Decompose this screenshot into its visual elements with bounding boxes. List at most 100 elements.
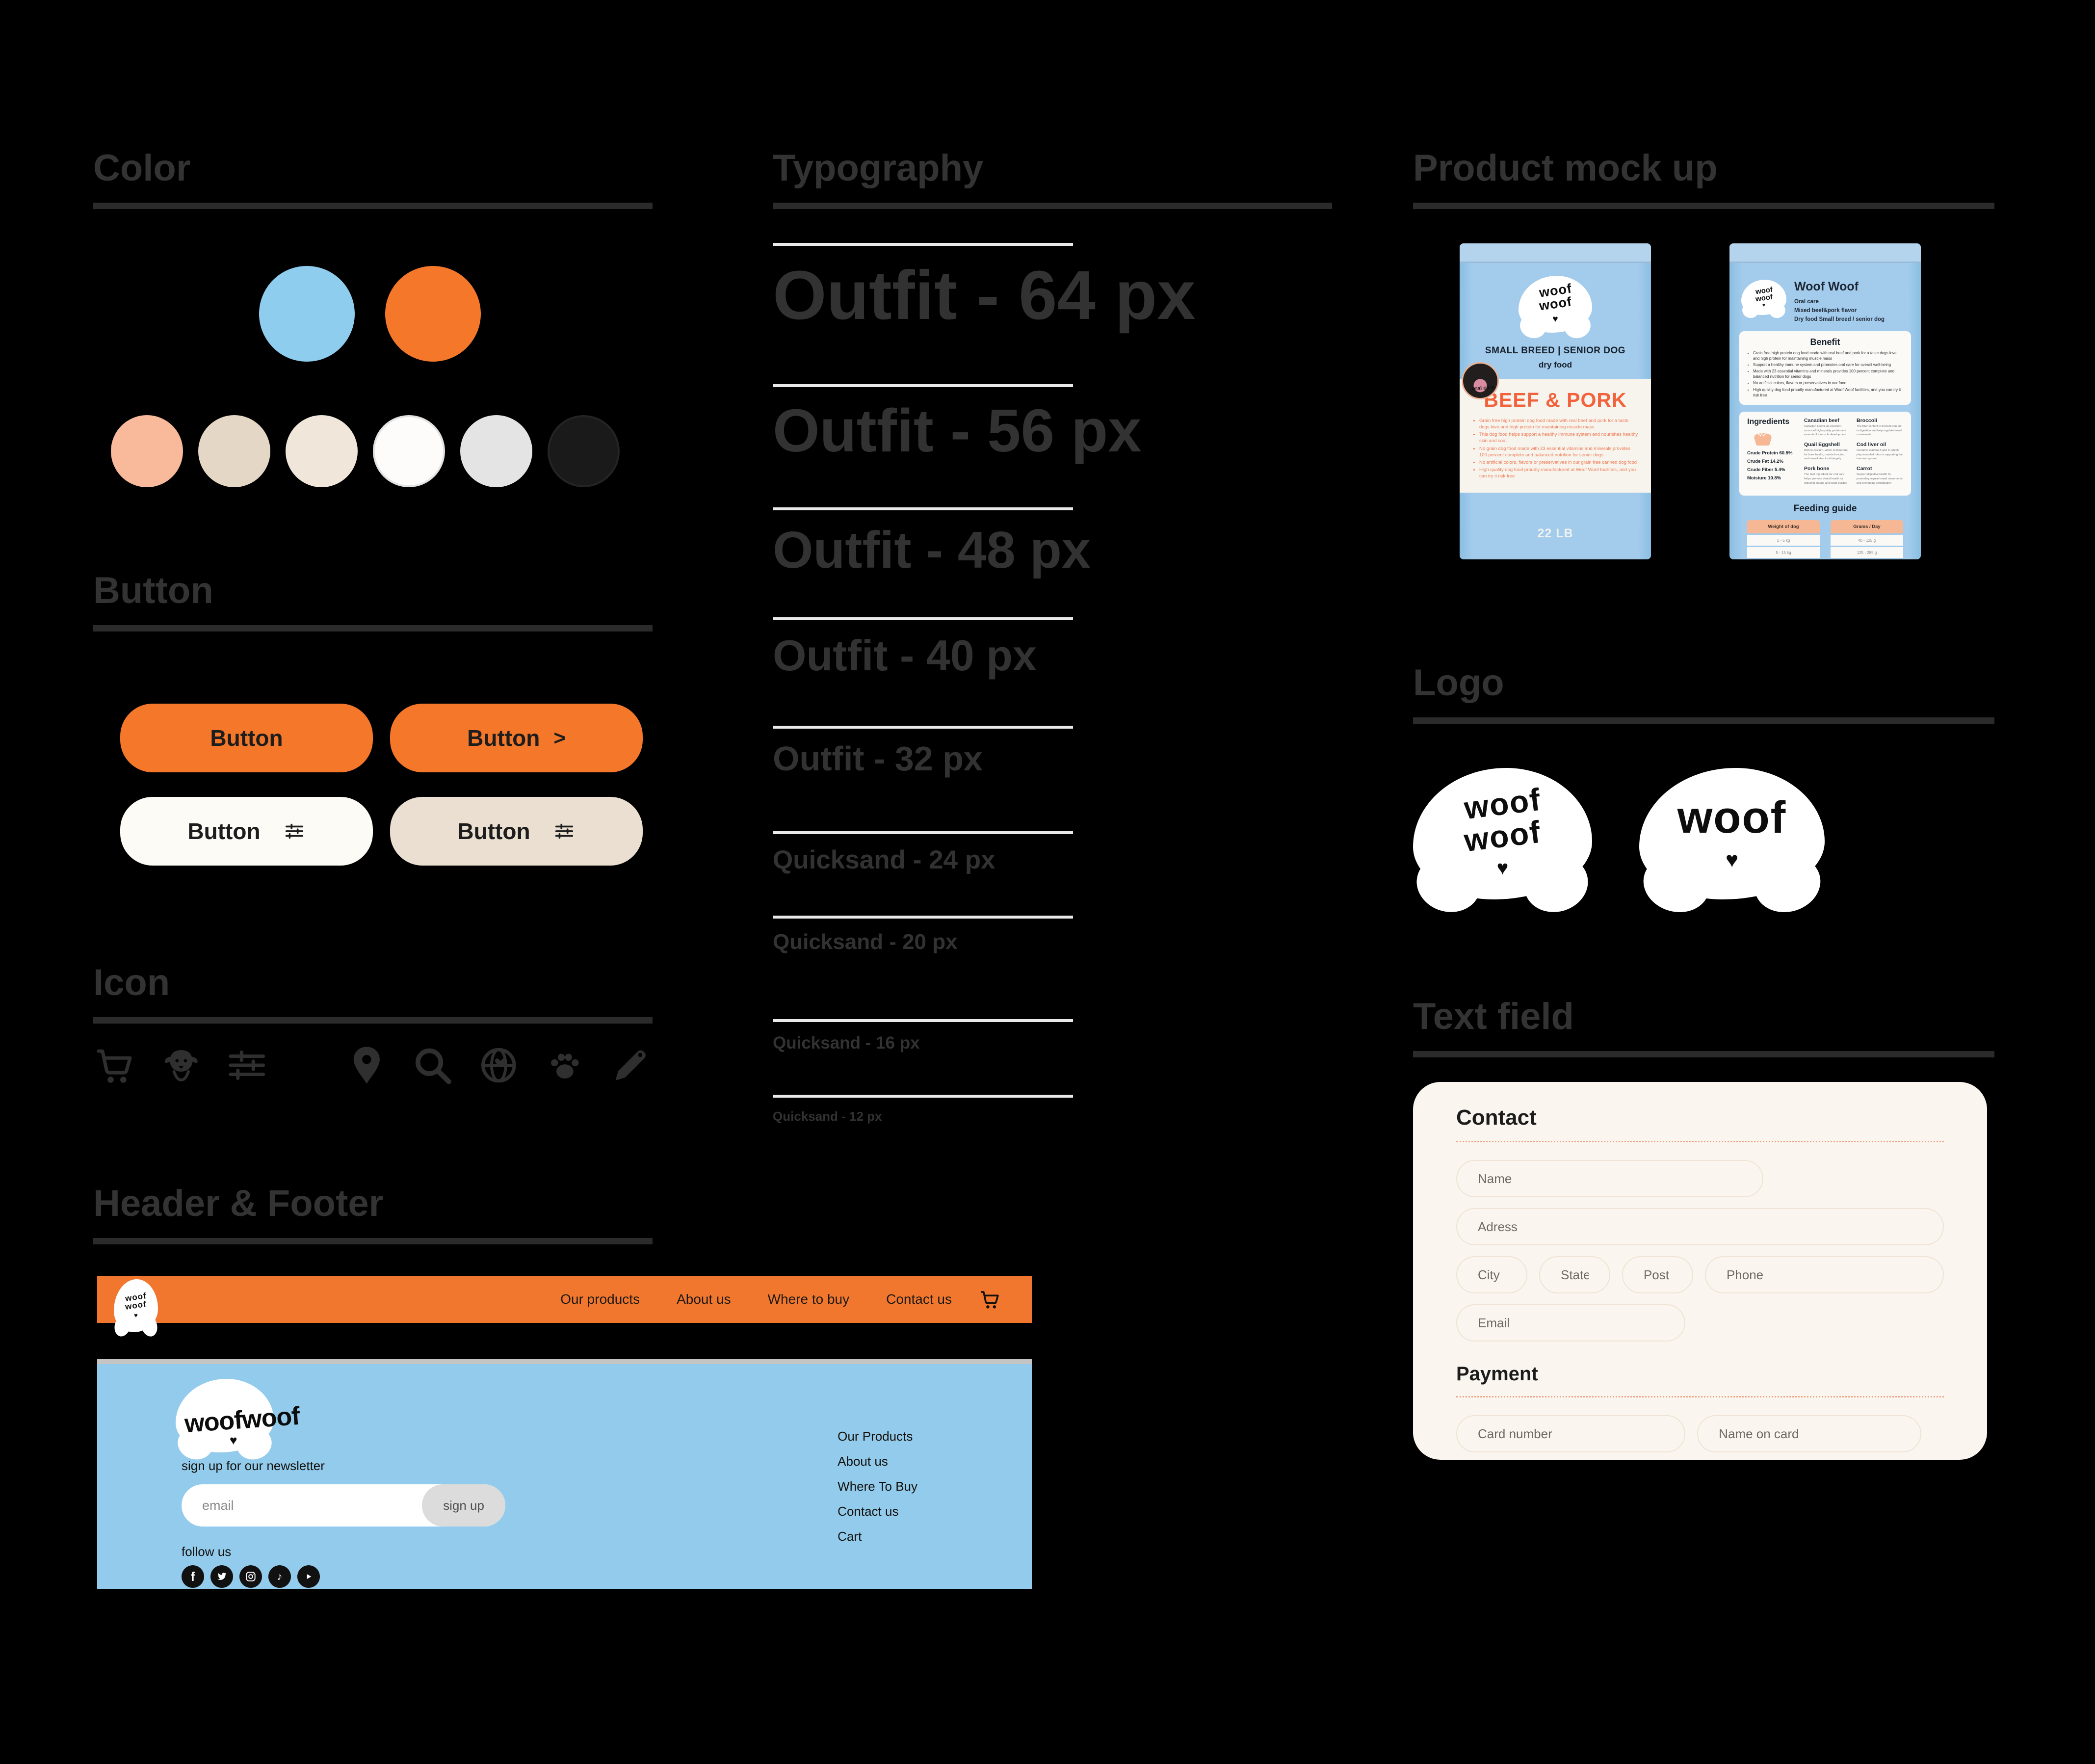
type-sample-rule bbox=[773, 1094, 1073, 1098]
postcode-field[interactable] bbox=[1622, 1256, 1693, 1294]
facebook-icon[interactable]: f bbox=[182, 1565, 204, 1588]
newsletter-label: sign up for our newsletter bbox=[182, 1458, 325, 1473]
ingredients-title: Ingredients bbox=[1747, 418, 1790, 426]
logo-primary: woof woof ♥ bbox=[1413, 768, 1592, 900]
secondary-button-cream[interactable]: Button bbox=[390, 797, 643, 866]
header-nav: Our products About us Where to buy Contact … bbox=[560, 1291, 952, 1307]
nav-link[interactable]: Where to buy bbox=[767, 1291, 850, 1307]
sliders-icon bbox=[553, 820, 576, 843]
text-field-section-title: Text field bbox=[1413, 996, 1574, 1038]
footer-brand-logo[interactable]: woofwoof ♥ bbox=[176, 1379, 324, 1452]
nutrition-line: Moisture 10.8% bbox=[1747, 475, 1781, 481]
heart-icon: ♥ bbox=[1496, 857, 1509, 879]
bag-crimp bbox=[1460, 243, 1651, 263]
header-footer-section-title: Header & Footer bbox=[93, 1183, 384, 1225]
type-sample: Outfit - 56 px bbox=[773, 384, 1332, 464]
typography-section-title: Typography bbox=[773, 147, 984, 189]
nav-link[interactable]: About us bbox=[677, 1291, 731, 1307]
name-field[interactable] bbox=[1456, 1160, 1764, 1198]
dog-icon bbox=[159, 1033, 203, 1097]
footer-link[interactable]: Our Products bbox=[838, 1429, 913, 1444]
subline: Mixed beef&pork flavor bbox=[1794, 307, 1857, 314]
type-sample: Outfit - 32 px bbox=[773, 725, 1332, 778]
contact-fields bbox=[1456, 1160, 1944, 1342]
payment-fields: Expired date / bbox=[1456, 1415, 1944, 1460]
food-type: dry food bbox=[1539, 360, 1572, 370]
brand-logo[interactable]: woof woof ♥ bbox=[114, 1279, 158, 1332]
bullet: This dog food helps support a healthy im… bbox=[1479, 431, 1639, 444]
state-input[interactable] bbox=[1559, 1266, 1590, 1283]
type-sample-rule bbox=[773, 507, 1073, 511]
primary-button-arrow[interactable]: Button > bbox=[390, 704, 643, 773]
bullet: No grain dog food made with 23 essential… bbox=[1479, 446, 1639, 458]
benefit-bullets: Grain free high protein dog food made wi… bbox=[1747, 350, 1903, 398]
city-input[interactable] bbox=[1477, 1266, 1507, 1283]
footer-link[interactable]: Where To Buy bbox=[838, 1479, 917, 1494]
table-header: Weight of dog bbox=[1747, 520, 1820, 534]
address-input[interactable] bbox=[1477, 1218, 1923, 1235]
phone-input[interactable] bbox=[1725, 1266, 1923, 1283]
city-field[interactable] bbox=[1456, 1256, 1527, 1294]
nav-link[interactable]: Contact us bbox=[886, 1291, 952, 1307]
name-on-card-field[interactable] bbox=[1697, 1415, 1922, 1453]
section-divider bbox=[1413, 203, 1994, 210]
flavor-bullets: Grain free high protein dog food made wi… bbox=[1471, 418, 1639, 479]
icon-section-title: Icon bbox=[93, 962, 170, 1004]
type-sample-label: Quicksand - 24 px bbox=[773, 845, 995, 875]
state-field[interactable] bbox=[1539, 1256, 1610, 1294]
location-pin-icon bbox=[345, 1033, 389, 1097]
product-mockups: woof woof ♥ SMALL BREED | SENIOR DOG dry… bbox=[1460, 243, 1994, 560]
bag-crimp bbox=[1729, 243, 1921, 263]
color-section-title: Color bbox=[93, 147, 191, 189]
email-field[interactable] bbox=[1456, 1304, 1686, 1342]
heart-icon: ♥ bbox=[1762, 302, 1765, 308]
type-sample-rule bbox=[773, 915, 1073, 919]
postcode-input[interactable] bbox=[1642, 1266, 1673, 1283]
typography-column: Typography Outfit - 64 px Outfit - 56 px… bbox=[773, 147, 1332, 1123]
address-field[interactable] bbox=[1456, 1208, 1944, 1246]
bag-logo: woof woof ♥ bbox=[1519, 276, 1592, 333]
bag-weight: 22 LB bbox=[1537, 527, 1573, 541]
brand-word: woof bbox=[1677, 792, 1787, 843]
youtube-icon[interactable] bbox=[297, 1565, 320, 1588]
left-column: Color Button Button Button > Button bbox=[93, 147, 653, 1245]
color-swatch bbox=[548, 415, 620, 488]
table-cell: 1 - 5 kg bbox=[1747, 535, 1820, 546]
name-input[interactable] bbox=[1477, 1170, 1743, 1187]
ingredient-desc: Canadian beef is an excellent source of … bbox=[1804, 425, 1847, 437]
footer-link[interactable]: About us bbox=[838, 1454, 888, 1469]
icon-samples bbox=[93, 1033, 653, 1097]
nutrition-facts: Crude Protein 60.5%Crude Fat 14.2%Crude … bbox=[1747, 449, 1798, 482]
phone-field[interactable] bbox=[1704, 1256, 1944, 1294]
twitter-icon[interactable] bbox=[210, 1565, 233, 1588]
heart-icon: ♥ bbox=[1725, 848, 1739, 872]
cart-icon[interactable] bbox=[979, 1288, 1001, 1311]
newsletter-email-input[interactable] bbox=[182, 1484, 445, 1527]
ingredients-col-left: Canadian beef Canadian beef is an excell… bbox=[1804, 418, 1851, 490]
footer-link[interactable]: Contact us bbox=[838, 1504, 899, 1519]
color-swatch bbox=[385, 266, 481, 362]
card-number-field[interactable] bbox=[1456, 1415, 1686, 1453]
footer-link[interactable]: Cart bbox=[838, 1529, 862, 1544]
instagram-icon[interactable] bbox=[239, 1565, 262, 1588]
type-sample: Outfit - 40 px bbox=[773, 617, 1332, 679]
social-icons: f ♪ bbox=[182, 1565, 1032, 1588]
tiktok-icon[interactable]: ♪ bbox=[268, 1565, 291, 1588]
checkout-form: Contact bbox=[1413, 1082, 1987, 1460]
nav-link[interactable]: Our products bbox=[560, 1291, 640, 1307]
color-swatch bbox=[111, 415, 183, 488]
contact-heading: Contact bbox=[1456, 1106, 1537, 1130]
secondary-button-white[interactable]: Button bbox=[120, 797, 373, 866]
name-on-card-input[interactable] bbox=[1718, 1425, 1901, 1442]
card-number-input[interactable] bbox=[1477, 1425, 1665, 1442]
primary-button[interactable]: Button bbox=[120, 704, 373, 773]
footer-top-strip bbox=[97, 1359, 1032, 1364]
follow-us-label: follow us bbox=[182, 1544, 232, 1559]
dotted-divider bbox=[1456, 1396, 1944, 1398]
email-input[interactable] bbox=[1477, 1315, 1665, 1331]
type-sample: Outfit - 64 px bbox=[773, 243, 1332, 332]
signup-button[interactable]: sign up bbox=[422, 1484, 505, 1527]
